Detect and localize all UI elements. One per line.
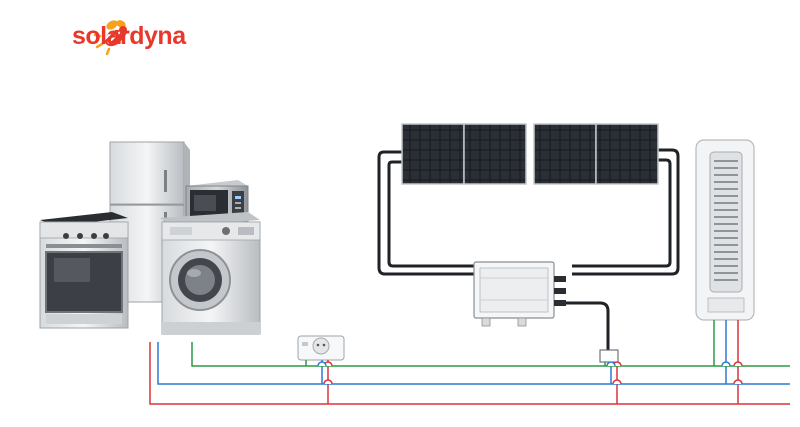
earth-wire	[191, 342, 790, 367]
wall-socket	[297, 335, 345, 361]
line-wire	[149, 342, 790, 405]
consumer-unit	[695, 139, 755, 321]
solar-panel-1	[401, 123, 527, 185]
solar-panel-2	[533, 123, 659, 185]
wire-crossings	[317, 361, 743, 385]
dc-cables	[377, 148, 680, 276]
home-appliances	[39, 141, 261, 335]
brand-name: solardyna	[72, 22, 186, 50]
ac-wiring	[149, 320, 790, 405]
washing-machine-icon	[160, 212, 261, 335]
bee-sun-icon	[93, 20, 127, 56]
neutral-wire	[157, 342, 790, 385]
ac-output-cable	[566, 301, 610, 352]
oven-icon	[39, 212, 129, 329]
solar-panels	[401, 123, 659, 185]
junction-box	[599, 349, 619, 363]
micro-inverter	[473, 261, 566, 327]
